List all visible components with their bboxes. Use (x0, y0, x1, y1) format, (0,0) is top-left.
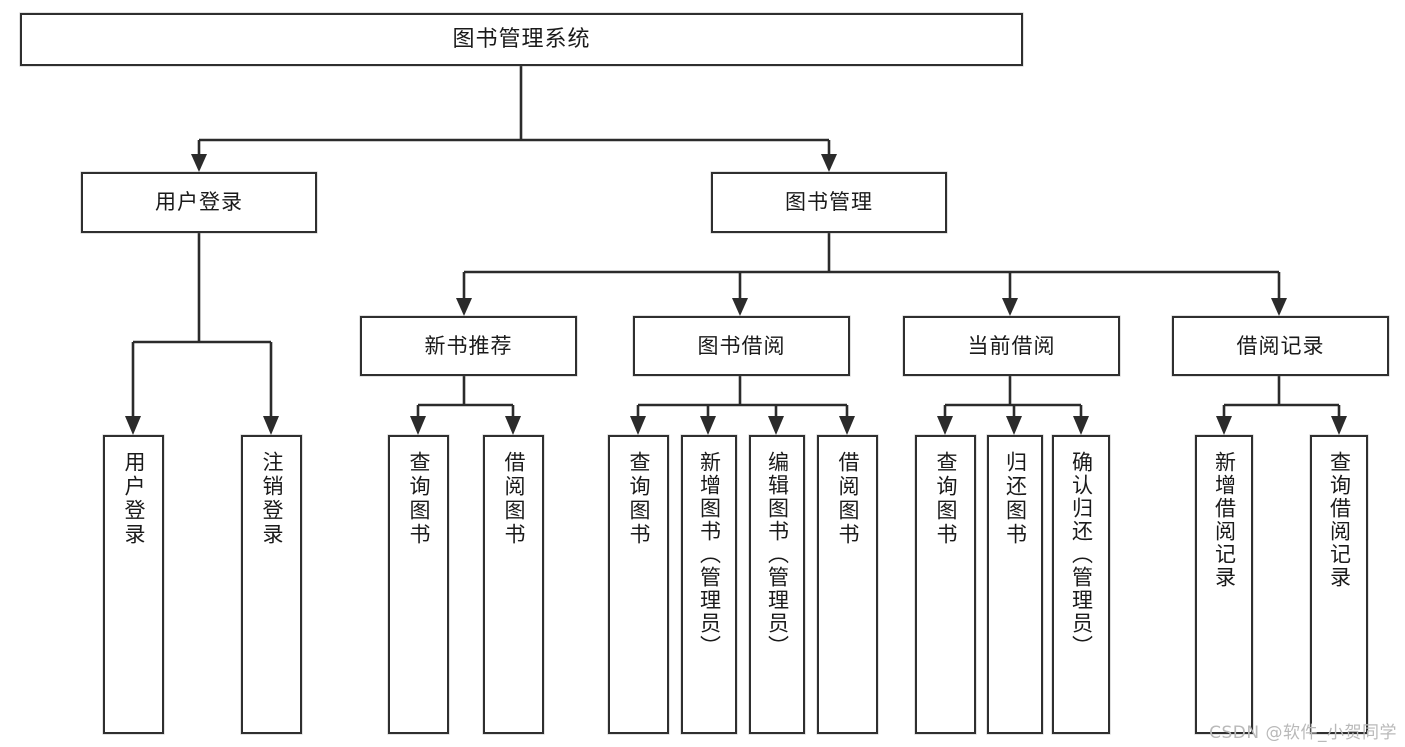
node-label: 用户登录 (122, 451, 146, 547)
node-label: 借阅图书 (502, 451, 526, 547)
leaf-node-recommend-query-book[interactable]: 查询图书 (388, 435, 449, 734)
node-root-book-management-system[interactable]: 图书管理系统 (20, 13, 1023, 66)
node-label: 图书管理系统 (452, 26, 591, 52)
node-label: 查询图书 (934, 451, 958, 547)
connector-newbook-to-leaves (410, 376, 521, 435)
node-label: 图书管理 (785, 190, 873, 215)
connector-userlogin-to-leaves (125, 233, 279, 435)
node-label: 编辑图书（管理员） (765, 451, 790, 658)
node-label: 新增借阅记录 (1212, 451, 1237, 589)
leaf-node-borrow-book[interactable]: 借阅图书 (817, 435, 878, 734)
node-label: 借阅图书 (836, 451, 860, 547)
node-label: 归还图书 (1003, 451, 1028, 547)
leaf-node-edit-book-admin[interactable]: 编辑图书（管理员） (749, 435, 805, 734)
node-current-borrow[interactable]: 当前借阅 (903, 316, 1120, 376)
leaf-node-query-borrow-record[interactable]: 查询借阅记录 (1310, 435, 1368, 734)
node-user-login[interactable]: 用户登录 (81, 172, 317, 233)
connector-borrowrecord-to-leaves (1216, 376, 1347, 435)
node-label: 注销登录 (260, 451, 284, 547)
leaf-node-confirm-return-admin[interactable]: 确认归还（管理员） (1052, 435, 1110, 734)
leaf-node-add-book-admin[interactable]: 新增图书（管理员） (681, 435, 737, 734)
connector-currentborrow-to-leaves (937, 376, 1089, 435)
leaf-node-user-login[interactable]: 用户登录 (103, 435, 164, 734)
node-label: 查询图书 (407, 451, 431, 547)
node-label: 用户登录 (155, 190, 243, 215)
node-label: 图书借阅 (697, 333, 786, 358)
node-new-book-recommendation[interactable]: 新书推荐 (360, 316, 577, 376)
leaf-node-recommend-borrow-book[interactable]: 借阅图书 (483, 435, 544, 734)
node-label: 查询借阅记录 (1327, 451, 1352, 589)
csdn-watermark: CSDN @软件_小贺同学 (1209, 723, 1397, 743)
leaf-node-return-book[interactable]: 归还图书 (987, 435, 1043, 734)
node-borrow-record[interactable]: 借阅记录 (1172, 316, 1389, 376)
node-label: 查询图书 (627, 451, 651, 547)
node-label: 当前借阅 (967, 333, 1056, 358)
node-label: 确认归还（管理员） (1069, 451, 1094, 658)
leaf-node-logout[interactable]: 注销登录 (241, 435, 302, 734)
connector-bookborrow-to-leaves (630, 376, 855, 435)
node-book-borrow[interactable]: 图书借阅 (633, 316, 850, 376)
leaf-node-borrow-query-book[interactable]: 查询图书 (608, 435, 669, 734)
node-book-management[interactable]: 图书管理 (711, 172, 947, 233)
node-label: 借阅记录 (1236, 333, 1325, 358)
leaf-node-add-borrow-record[interactable]: 新增借阅记录 (1195, 435, 1253, 734)
connector-bookmanage-to-level3 (456, 233, 1287, 316)
connector-root-to-level2 (191, 66, 837, 172)
node-label: 新增图书（管理员） (697, 451, 722, 658)
node-label: 新书推荐 (424, 333, 513, 358)
leaf-node-current-query-book[interactable]: 查询图书 (915, 435, 976, 734)
